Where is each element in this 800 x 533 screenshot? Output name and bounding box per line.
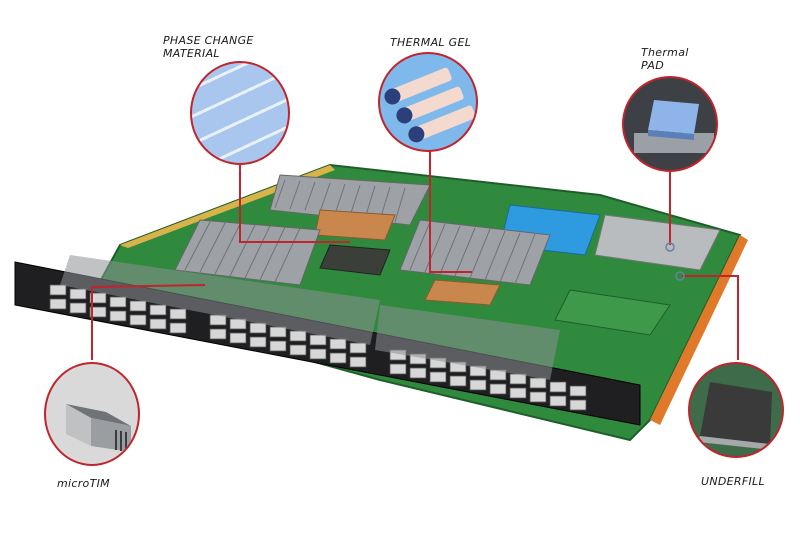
label-line-1: Thermal — [641, 46, 689, 59]
label-line-2: MATERIAL — [163, 47, 220, 60]
thermal-pad-icon — [622, 76, 718, 172]
heatsink-right — [399, 219, 551, 286]
leader-lines — [91, 150, 739, 360]
port-cages — [49, 284, 587, 411]
label-line-1: THERMAL GEL — [390, 36, 472, 49]
copper-die — [314, 209, 396, 241]
underfill-icon — [688, 362, 784, 458]
microtim-icon — [44, 362, 140, 466]
label-line-1: PHASE CHANGE — [163, 34, 254, 47]
label-microtim: microTIM — [57, 477, 110, 490]
label-thermal-gel: THERMAL GEL — [390, 36, 471, 49]
label-line-1: microTIM — [57, 477, 110, 490]
chip-package — [319, 244, 391, 276]
thermal-gel-icon — [378, 52, 478, 152]
leader-phase-change — [239, 165, 350, 243]
label-line-2: PAD — [641, 59, 664, 72]
leader-microtim — [91, 284, 206, 360]
silver-module — [594, 214, 721, 271]
label-thermal-pad: Thermal PAD — [641, 46, 689, 72]
label-underfill: UNDERFILL — [701, 475, 765, 488]
label-phase-change-material: PHASE CHANGE MATERIAL — [163, 34, 254, 60]
heatsink-left — [174, 219, 321, 286]
phase-change-material-icon — [190, 61, 290, 165]
label-line-1: UNDERFILL — [701, 475, 765, 488]
leader-underfill — [682, 275, 739, 360]
leader-thermal-gel — [429, 150, 472, 273]
heatsink-top — [269, 174, 431, 226]
